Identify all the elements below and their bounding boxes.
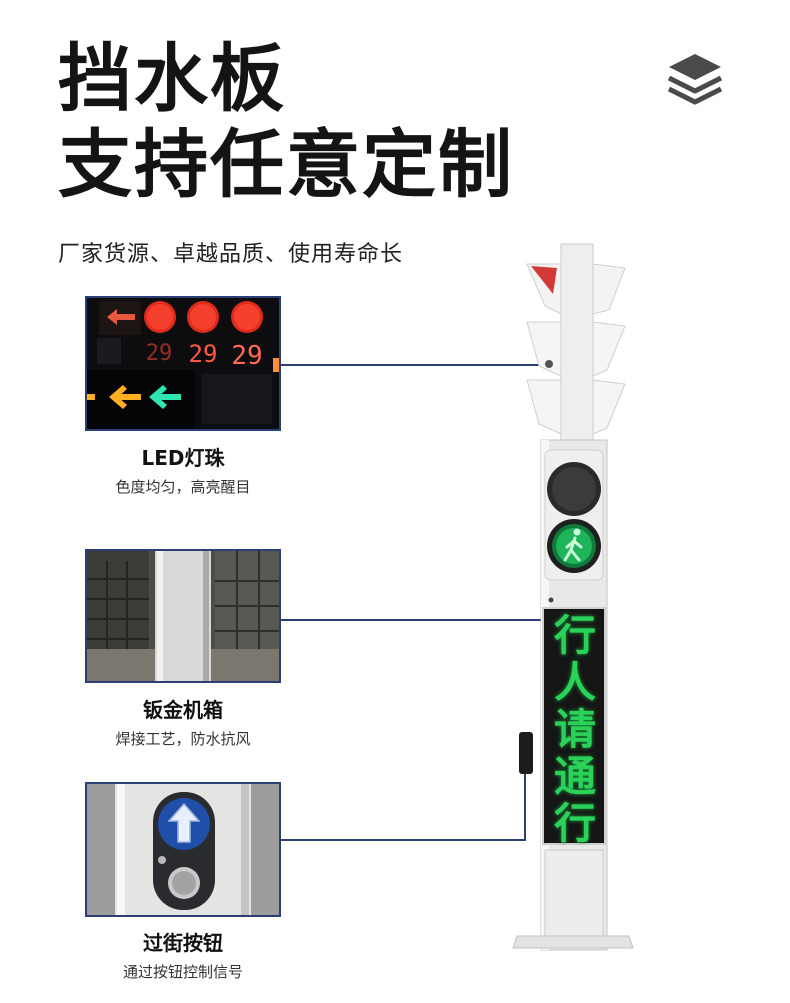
feature-desc-crossing-button: 通过按钮控制信号 (122, 963, 243, 981)
led-text-panel: 行 人 请 通 行 (546, 612, 604, 847)
feature-name-led: LED灯珠 (141, 446, 225, 470)
countdown-digits-3: 29 (231, 341, 262, 371)
countdown-digits-2: 29 (189, 340, 218, 368)
led-char: 行 (553, 611, 596, 660)
led-char: 通 (553, 752, 596, 801)
walking-person-icon (563, 528, 583, 562)
layers-icon (667, 54, 723, 105)
crossing-button-photo (85, 782, 281, 917)
feature-desc-led: 色度均匀，高亮醒目 (115, 478, 251, 496)
title-line-1: 挡水板 (58, 36, 286, 122)
led-beads-photo: 29 29 29 (85, 296, 281, 431)
feature-name-crossing-button: 过街按钮 (143, 931, 223, 955)
led-char: 人 (553, 658, 596, 707)
water-baffle-visors (526, 263, 626, 435)
feature-desc-sheet-metal: 焊接工艺，防水抗风 (115, 730, 251, 748)
traffic-signal-pole (512, 243, 634, 951)
countdown-digits-1: 29 (146, 341, 173, 366)
title-line-2: 支持任意定制 (58, 122, 514, 208)
feature-name-sheet-metal: 钣金机箱 (143, 698, 223, 722)
sheet-metal-photo (85, 549, 281, 683)
led-char: 请 (553, 705, 596, 754)
led-char: 行 (553, 799, 596, 848)
subtitle: 厂家货源、卓越品质、使用寿命长 (58, 242, 404, 267)
